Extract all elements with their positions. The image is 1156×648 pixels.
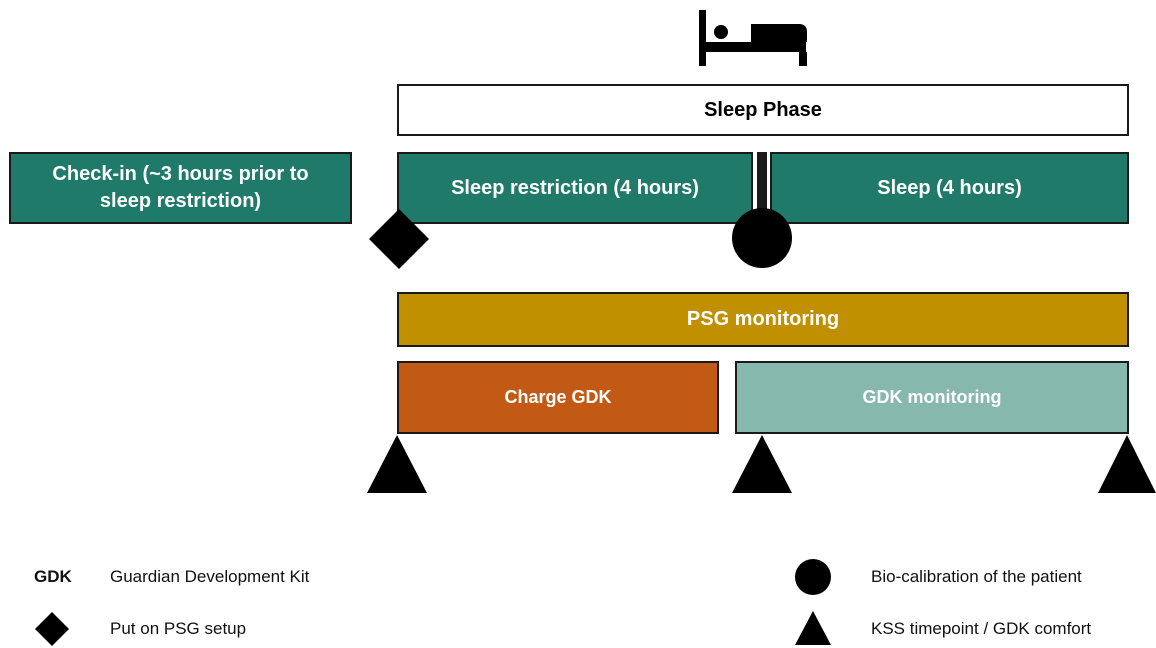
triangle-marker-end <box>1098 435 1156 493</box>
phase-divider <box>757 152 767 212</box>
legend-gdk-abbr: GDK <box>34 567 72 586</box>
bed-icon <box>699 10 807 66</box>
diamond-marker <box>369 209 429 269</box>
sleep-phase-box: Sleep Phase <box>397 84 1129 136</box>
legend-gdk-full: Guardian Development Kit <box>110 567 310 586</box>
circle-marker <box>732 208 792 268</box>
gdk-monitoring-box: GDK monitoring <box>735 361 1129 434</box>
charge-gdk-label: Charge GDK <box>504 387 612 407</box>
psg-monitoring-box: PSG monitoring <box>397 292 1129 347</box>
check-in-label: Check-in (~3 hours prior to sleep restri… <box>52 163 309 212</box>
charge-gdk-box: Charge GDK <box>397 361 719 434</box>
triangle-marker-mid <box>732 435 792 493</box>
legend-diamond-icon <box>35 612 69 646</box>
gdk-monitoring-label: GDK monitoring <box>862 387 1002 407</box>
sleep-box: Sleep (4 hours) <box>770 152 1129 224</box>
sleep-label: Sleep (4 hours) <box>877 176 1022 199</box>
legend-diamond-label: Put on PSG setup <box>110 619 247 638</box>
legend-circle-icon <box>795 559 831 595</box>
legend-triangle-label: KSS timepoint / GDK comfort <box>871 619 1092 638</box>
psg-monitoring-label: PSG monitoring <box>686 308 840 330</box>
legend-triangle-icon <box>795 611 831 645</box>
legend-circle-label: Bio-calibration of the patient <box>871 567 1082 586</box>
triangle-marker-start <box>367 435 427 493</box>
sleep-restriction-box: Sleep restriction (4 hours) <box>397 152 753 224</box>
sleep-restriction-label: Sleep restriction (4 hours) <box>451 176 699 199</box>
sleep-phase-label: Sleep Phase <box>704 98 822 121</box>
check-in-box: Check-in (~3 hours prior to sleep restri… <box>9 152 352 224</box>
